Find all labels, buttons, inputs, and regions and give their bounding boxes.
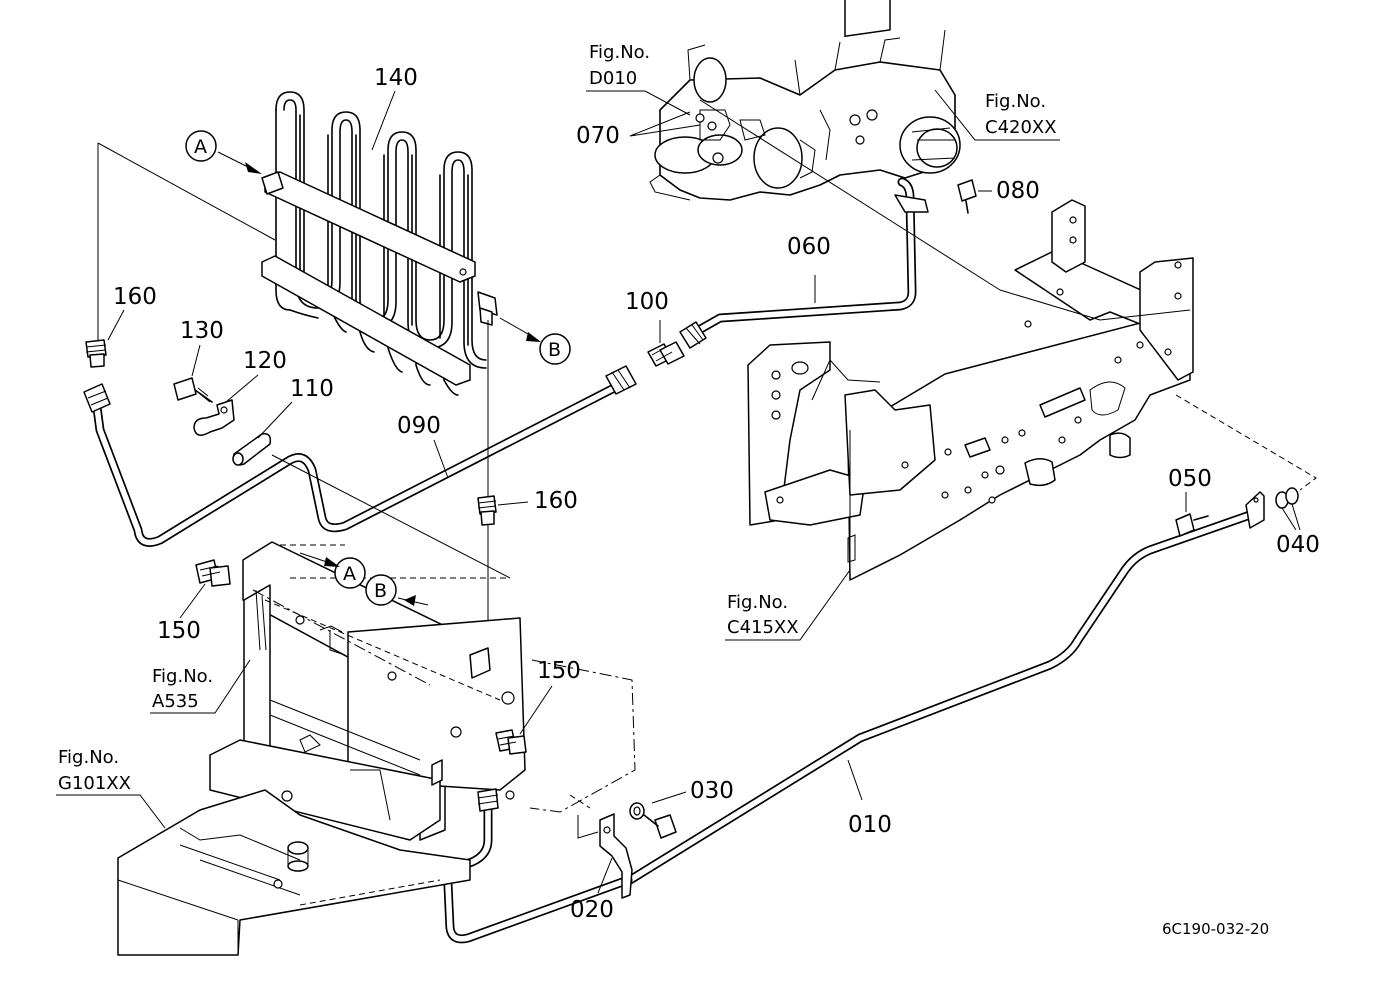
part-120-clamp[interactable]: 120 bbox=[193, 348, 287, 436]
ref-marker-a-top[interactable]: A bbox=[185, 130, 262, 174]
part-160-fitting-middle[interactable]: 160 bbox=[477, 320, 578, 788]
part-030-bolt[interactable]: 030 bbox=[629, 778, 734, 839]
plate-outline bbox=[529, 659, 636, 813]
part-number-160-middle: 160 bbox=[534, 488, 578, 514]
guide-lines bbox=[97, 99, 1001, 579]
part-number-040: 040 bbox=[1276, 532, 1320, 558]
part-140-oil-cooler[interactable]: 140 bbox=[261, 65, 498, 396]
drawing-code: 6C190-032-20 bbox=[1162, 920, 1269, 938]
ref-letter-a-top: A bbox=[194, 136, 207, 158]
part-number-130: 130 bbox=[180, 318, 224, 344]
figref-g101xx[interactable]: Fig.No. G101XX bbox=[56, 747, 166, 829]
figref-c420xx[interactable]: Fig.No. C420XX bbox=[934, 89, 1060, 141]
ref-marker-b-mid[interactable]: B bbox=[365, 574, 429, 606]
part-020-clamp[interactable]: 020 bbox=[570, 813, 633, 923]
fig-number-c415xx: C415XX bbox=[727, 617, 799, 638]
fig-label-c420xx: Fig.No. bbox=[985, 91, 1046, 112]
part-060-pipe[interactable]: 060 bbox=[679, 177, 929, 349]
part-number-140: 140 bbox=[374, 65, 418, 91]
part-050-bolt[interactable]: 050 bbox=[1168, 466, 1212, 537]
fig-label-c415xx: Fig.No. bbox=[727, 592, 788, 613]
part-130-bolt[interactable]: 130 bbox=[173, 318, 224, 403]
part-number-110: 110 bbox=[290, 376, 334, 402]
figref-d010[interactable]: Fig.No. D010 bbox=[586, 42, 691, 116]
part-number-030: 030 bbox=[690, 778, 734, 804]
fig-label-d010: Fig.No. bbox=[589, 42, 650, 63]
part-number-150-right: 150 bbox=[537, 658, 581, 684]
part-150-fitting-right[interactable]: 150 bbox=[495, 658, 581, 755]
part-number-060: 060 bbox=[787, 234, 831, 260]
part-110-rubber[interactable]: 110 bbox=[232, 376, 334, 466]
part-150-fitting-left[interactable]: 150 bbox=[157, 559, 231, 644]
fig-number-a535: A535 bbox=[152, 691, 199, 712]
tank-g101xx bbox=[117, 789, 471, 956]
ref-letter-a-mid: A bbox=[343, 563, 356, 585]
part-number-090: 090 bbox=[397, 413, 441, 439]
fig-label-g101xx: Fig.No. bbox=[58, 747, 119, 768]
figref-a535[interactable]: Fig.No. A535 bbox=[150, 659, 251, 714]
ref-letter-b-mid: B bbox=[374, 580, 387, 602]
fig-number-g101xx: G101XX bbox=[58, 773, 131, 794]
part-number-080: 080 bbox=[996, 178, 1040, 204]
fig-number-d010: D010 bbox=[589, 68, 637, 89]
part-080-bolt[interactable]: 080 bbox=[957, 178, 1040, 214]
bracket-a535 bbox=[209, 541, 526, 841]
ref-marker-a-mid[interactable]: A bbox=[299, 552, 366, 589]
part-number-100: 100 bbox=[625, 289, 669, 315]
part-number-010: 010 bbox=[848, 812, 892, 838]
engine-assembly bbox=[649, 0, 961, 201]
ref-letter-b-top: B bbox=[548, 339, 561, 361]
part-040-washers[interactable]: 040 bbox=[1175, 394, 1320, 558]
part-number-150-left: 150 bbox=[157, 618, 201, 644]
part-090-pipe[interactable]: 090 bbox=[83, 365, 637, 547]
callout-070[interactable]: 070 bbox=[576, 111, 701, 149]
frame-c415xx bbox=[747, 199, 1194, 581]
figref-c415xx[interactable]: Fig.No. C415XX bbox=[725, 569, 851, 641]
part-number-070: 070 bbox=[576, 123, 620, 149]
part-number-050: 050 bbox=[1168, 466, 1212, 492]
part-number-160-left: 160 bbox=[113, 284, 157, 310]
fig-label-a535: Fig.No. bbox=[152, 666, 213, 687]
part-100-union[interactable]: 100 bbox=[625, 289, 685, 367]
part-number-120: 120 bbox=[243, 348, 287, 374]
part-number-020: 020 bbox=[570, 897, 614, 923]
part-160-fitting-left[interactable]: 160 bbox=[85, 143, 157, 368]
part-010-pipe[interactable]: 010 bbox=[625, 491, 1265, 885]
ref-marker-b-top[interactable]: B bbox=[499, 317, 571, 365]
fig-number-c420xx: C420XX bbox=[985, 117, 1057, 138]
